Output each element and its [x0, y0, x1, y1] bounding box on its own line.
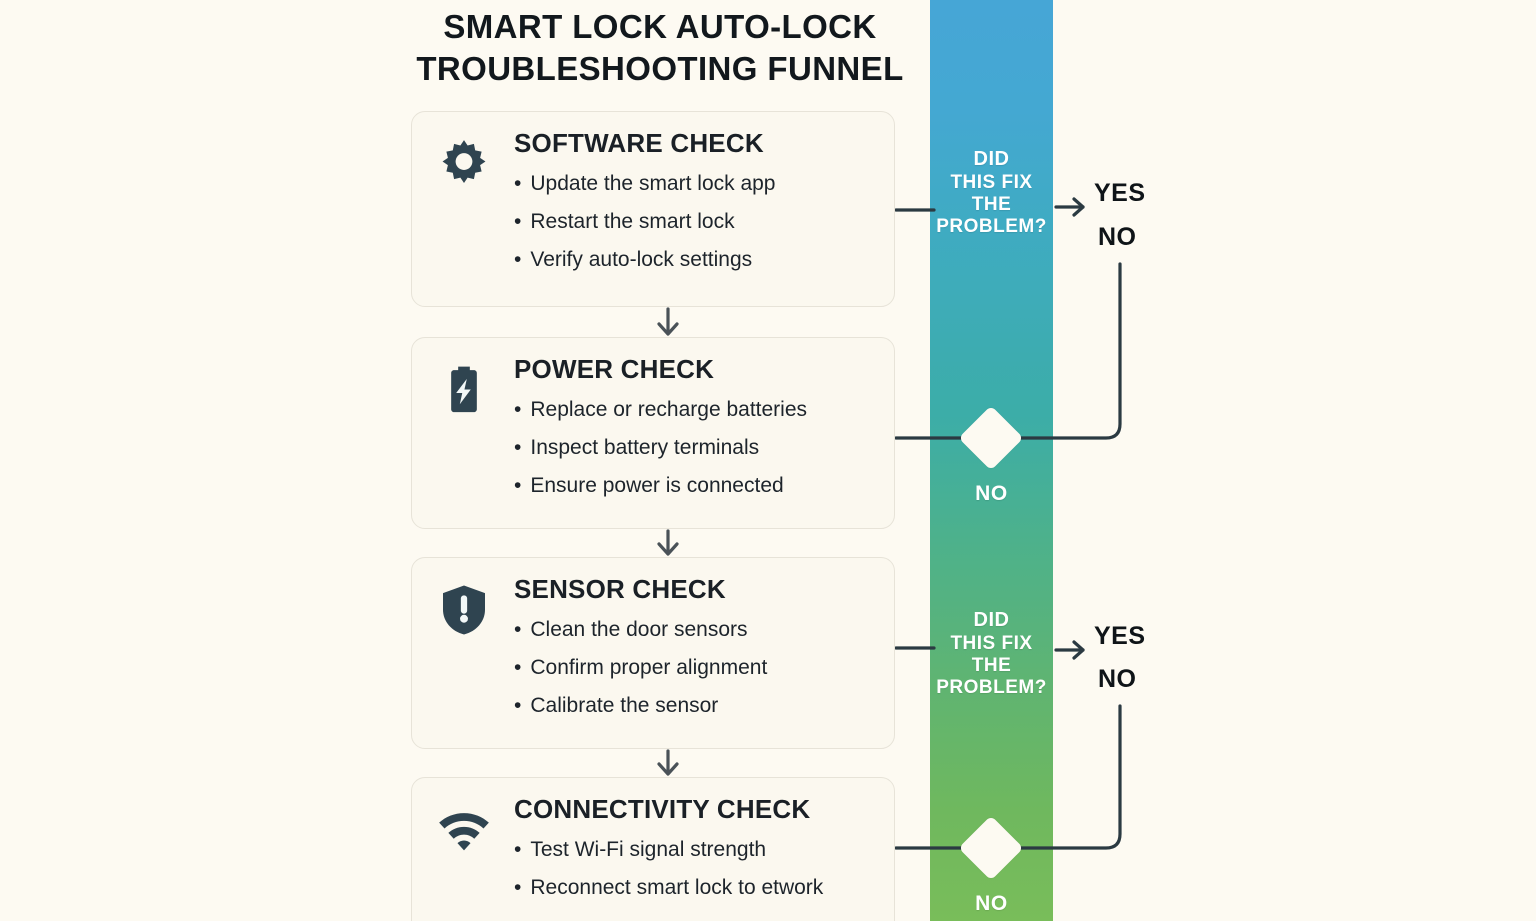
card-title-power-check: POWER CHECK [514, 354, 715, 384]
list-item: Restart the smart lock [514, 203, 874, 241]
card-list-software-check: Update the smart lock app Restart the sm… [514, 165, 874, 280]
step-card-software-check: SOFTWARE CHECK Update the smart lock app… [411, 111, 895, 307]
branch-yes-label-1: YES [1094, 179, 1146, 207]
decision-diamond-1-label: NO [975, 482, 1008, 505]
list-item: Update the smart lock app [514, 165, 874, 203]
list-item: Verify auto-lock settings [514, 241, 874, 279]
decision-question-1: DID THIS FIX THE PROBLEM? [930, 148, 1053, 239]
branch-yes-label-2: YES [1094, 622, 1146, 650]
wifi-icon [436, 794, 492, 921]
decision-question-2-line-1: DID [973, 609, 1010, 631]
page-title-line-2: TROUBLESHOOTING FUNNEL [416, 50, 904, 88]
page-title-line-1: SMART LOCK AUTO-LOCK [443, 8, 877, 45]
down-arrow-1-head [657, 322, 679, 336]
card-title-sensor-check: SENSOR CHECK [514, 574, 726, 604]
decision-question-2: DID THIS FIX THE PROBLEM? [930, 609, 1053, 700]
page-title: SMART LOCK AUTO-LOCK TROUBLESHOOTING FUN… [340, 6, 980, 90]
list-item: Test Wi-Fi signal strength [514, 831, 874, 869]
card-body: POWER CHECK Replace or recharge batterie… [514, 354, 874, 510]
down-arrow-3-head [657, 762, 679, 776]
yes-arrow-2-head [1072, 640, 1085, 660]
card-body: CONNECTIVITY CHECK Test Wi-Fi signal str… [514, 794, 874, 921]
list-item: Calibrate the sensor [514, 687, 874, 725]
branch-no-label-1: NO [1098, 223, 1137, 251]
down-arrow-2-head [657, 542, 679, 556]
step-card-power-check: POWER CHECK Replace or recharge batterie… [411, 337, 895, 529]
card-list-connectivity-check: Test Wi-Fi signal strength Reconnect sma… [514, 831, 874, 907]
decision-question-2-line-3: THE [971, 655, 1012, 676]
step-card-connectivity-check: CONNECTIVITY CHECK Test Wi-Fi signal str… [411, 777, 895, 921]
list-item: Inspect battery terminals [514, 429, 874, 467]
card-body: SENSOR CHECK Clean the door sensors Conf… [514, 574, 874, 730]
list-item: Reconnect smart lock to etwork [514, 869, 874, 907]
decision-question-2-line-4: PROBLEM? [936, 677, 1047, 699]
decision-question-2-line-2: THIS FIX [950, 632, 1033, 654]
list-item: Confirm proper alignment [514, 649, 874, 687]
card-title-connectivity-check: CONNECTIVITY CHECK [514, 794, 811, 824]
list-item: Clean the door sensors [514, 611, 874, 649]
decision-question-1-line-4: PROBLEM? [936, 216, 1047, 238]
decision-question-1-line-2: THIS FIX [950, 171, 1033, 193]
list-item: Ensure power is connected [514, 467, 874, 505]
step-card-sensor-check: SENSOR CHECK Clean the door sensors Conf… [411, 557, 895, 749]
card-list-sensor-check: Clean the door sensors Confirm proper al… [514, 611, 874, 726]
branch-no-label-2: NO [1098, 665, 1137, 693]
card-list-power-check: Replace or recharge batteries Inspect ba… [514, 391, 874, 506]
decision-question-1-line-1: DID [973, 148, 1010, 170]
card-body: SOFTWARE CHECK Update the smart lock app… [514, 128, 874, 288]
card-title-software-check: SOFTWARE CHECK [514, 128, 764, 158]
list-item: Replace or recharge batteries [514, 391, 874, 429]
decision-question-1-line-3: THE [971, 194, 1012, 215]
gear-icon [436, 128, 492, 288]
shield-icon [436, 574, 492, 730]
battery-icon [436, 354, 492, 510]
decision-diamond-2-label: NO [975, 892, 1008, 915]
yes-arrow-1-head [1072, 197, 1085, 217]
